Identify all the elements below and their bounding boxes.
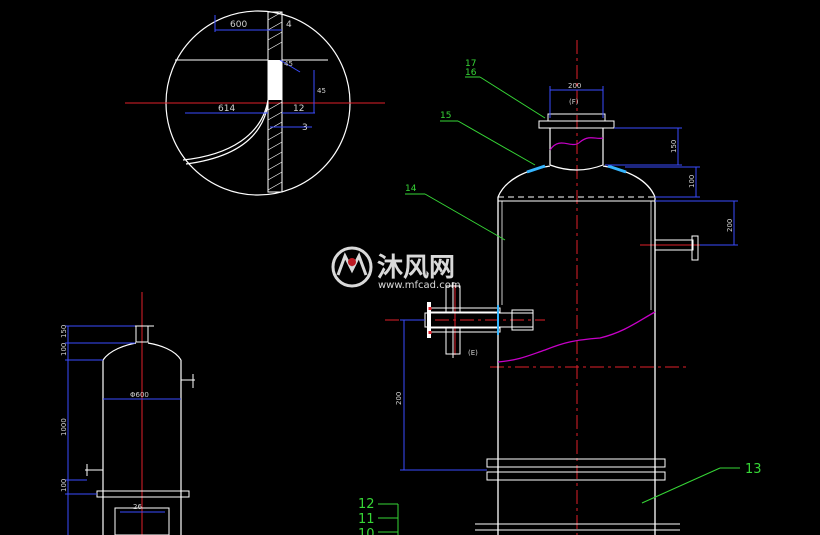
small-dim: 150 <box>60 325 68 338</box>
watermark-text: 沐风网 <box>377 253 455 283</box>
detail-weld <box>268 60 282 100</box>
callout-12: 12 <box>358 497 375 512</box>
main-vessel: 200 (F) 150 100 200 200 (E) <box>385 40 738 535</box>
dim-top-nozzle: 200 <box>568 82 581 90</box>
callouts <box>378 76 740 535</box>
callout-10: 10 <box>358 527 375 535</box>
body-flange <box>486 458 666 468</box>
small-dim: 26 <box>133 503 142 511</box>
small-dim: 100 <box>60 343 68 356</box>
detail-dim: 45 <box>317 87 326 95</box>
weld-detail: 600 4 614 12 3 45 45 <box>125 10 385 196</box>
small-dim: 1000 <box>60 418 68 436</box>
dim-inlet-height: 200 <box>395 392 403 405</box>
detail-dim: 12 <box>293 104 304 114</box>
right-nozzle <box>654 239 694 251</box>
small-vessel: 150 100 Φ600 1000 100 26 <box>60 292 195 535</box>
callout-14: 14 <box>405 184 417 194</box>
callout-13: 13 <box>745 462 762 477</box>
callout-17: 17 <box>465 59 476 69</box>
top-head <box>497 165 551 198</box>
nozzle-tag-f: (F) <box>569 98 579 106</box>
watermark: 沐风网 www.mfcad.com <box>331 246 461 291</box>
dim-nozzle-height: 200 <box>726 219 734 232</box>
watermark-logo-icon <box>331 246 373 288</box>
detail-dim: 4 <box>286 20 292 30</box>
callout-11: 11 <box>358 512 375 527</box>
neck-break <box>549 137 604 151</box>
callout-15: 15 <box>440 111 451 121</box>
dim-neck: 150 <box>670 140 678 153</box>
detail-dim: 3 <box>302 123 308 133</box>
watermark-url: www.mfcad.com <box>378 280 461 291</box>
detail-hatch <box>267 11 283 191</box>
shell-break <box>497 311 656 363</box>
detail-dim: 614 <box>218 104 235 114</box>
dim-head: 100 <box>688 175 696 188</box>
detail-dim: 45 <box>284 60 293 68</box>
small-dim: 100 <box>60 479 68 492</box>
detail-dim: 600 <box>230 20 247 30</box>
detail-head-curve <box>182 99 269 161</box>
small-dim: Φ600 <box>130 391 149 399</box>
nozzle-tag-e: (E) <box>468 349 478 357</box>
callout-16: 16 <box>465 68 477 78</box>
